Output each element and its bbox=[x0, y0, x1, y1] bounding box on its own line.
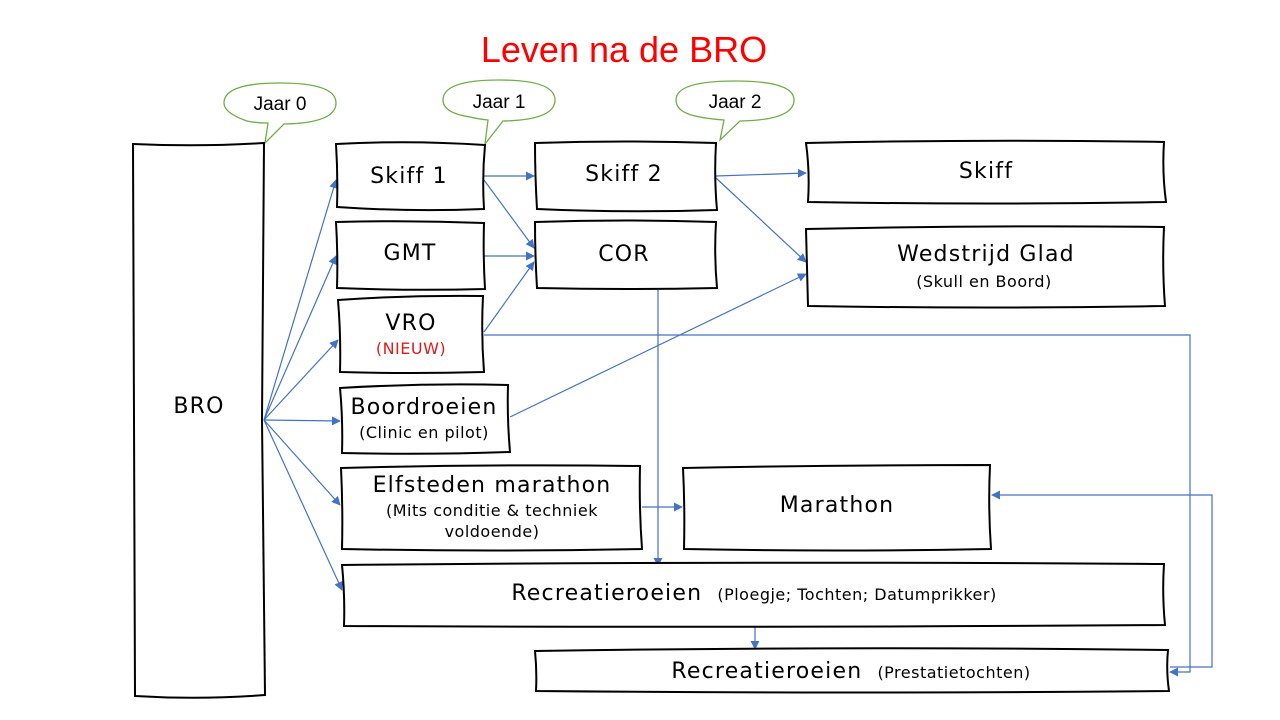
year-2-label: Jaar 2 bbox=[709, 92, 762, 113]
wedstrijd-glad-box: Wedstrijd Glad (Skull en Boord) bbox=[804, 225, 1167, 309]
arrow-vro-cor bbox=[483, 261, 535, 333]
boordroeien-box: Boordroeien (Clinic en pilot) bbox=[338, 383, 512, 455]
page-title: Leven na de BRO bbox=[481, 29, 767, 70]
skiff1-label: Skiff 1 bbox=[370, 164, 448, 189]
arrow-bro-recreatie bbox=[263, 419, 343, 591]
year-1-label: Jaar 1 bbox=[473, 92, 526, 113]
prestatietochten-text: Recreatieroeien (Prestatietochten) bbox=[671, 659, 1030, 684]
wedstrijd-glad-sublabel: (Skull en Boord) bbox=[916, 272, 1052, 291]
bro-label: BRO bbox=[173, 394, 224, 419]
marathon-box: Marathon bbox=[681, 463, 993, 552]
cor-label: COR bbox=[598, 242, 650, 267]
skiff2-box: Skiff 2 bbox=[533, 140, 719, 213]
arrow-bro-skiff1 bbox=[263, 179, 338, 421]
arrow-skiff2-wedstrijd bbox=[715, 177, 807, 263]
elfsteden-sublabel-2: voldoende) bbox=[445, 522, 540, 541]
gmt-box: GMT bbox=[334, 220, 487, 291]
connectors bbox=[263, 168, 1213, 677]
bro-box: BRO bbox=[131, 141, 267, 699]
elfsteden-sublabel-1: (Mits conditie & techniek bbox=[386, 501, 598, 520]
wedstrijd-glad-label: Wedstrijd Glad bbox=[897, 242, 1075, 267]
arrow-skiff2-skiff bbox=[715, 168, 807, 178]
year-1-callout: Jaar 1 bbox=[442, 79, 556, 147]
vro-label: VRO bbox=[385, 311, 436, 336]
prestatietochten-box: Recreatieroeien (Prestatietochten) bbox=[533, 647, 1171, 694]
year-2-callout: Jaar 2 bbox=[675, 80, 795, 142]
arrow-bro-gmt bbox=[263, 255, 337, 421]
recreatieroeien-box: Recreatieroeien (Ploegje; Tochten; Datum… bbox=[340, 561, 1167, 628]
vro-new-badge: (NIEUW) bbox=[376, 339, 446, 358]
year-0-callout: Jaar 0 bbox=[223, 82, 337, 145]
recreatieroeien-sublabel: (Ploegje; Tochten; Datumprikker) bbox=[717, 585, 996, 604]
skiff1-box: Skiff 1 bbox=[334, 141, 487, 212]
arrow-bro-boordroeien bbox=[263, 416, 341, 426]
elfsteden-label: Elfsteden marathon bbox=[373, 473, 612, 498]
elfsteden-box: Elfsteden marathon (Mits conditie & tech… bbox=[339, 464, 644, 552]
prestatietochten-sublabel: (Prestatietochten) bbox=[877, 663, 1030, 682]
arrow-skiff1-cor bbox=[483, 179, 535, 249]
recreatieroeien-label: Recreatieroeien bbox=[511, 581, 702, 606]
boordroeien-sublabel: (Clinic en pilot) bbox=[359, 423, 489, 442]
arrow-bro-vro bbox=[263, 339, 339, 421]
recreatieroeien-text: Recreatieroeien (Ploegje; Tochten; Datum… bbox=[511, 581, 996, 606]
gmt-label: GMT bbox=[383, 241, 436, 266]
vro-box: VRO (NIEUW) bbox=[336, 294, 486, 374]
marathon-label: Marathon bbox=[780, 493, 895, 518]
skiff-label: Skiff bbox=[959, 159, 1013, 184]
arrow-prestatietochten-marathon bbox=[991, 490, 1213, 668]
arrow-bro-elfsteden bbox=[263, 419, 341, 506]
year-0-label: Jaar 0 bbox=[254, 94, 307, 115]
skiff2-label: Skiff 2 bbox=[585, 162, 663, 187]
boordroeien-label: Boordroeien bbox=[351, 395, 498, 420]
cor-box: COR bbox=[533, 219, 719, 290]
prestatietochten-label: Recreatieroeien bbox=[671, 659, 862, 684]
skiff-box: Skiff bbox=[804, 139, 1168, 205]
arrow-vro-prestatietochten bbox=[484, 334, 1191, 677]
